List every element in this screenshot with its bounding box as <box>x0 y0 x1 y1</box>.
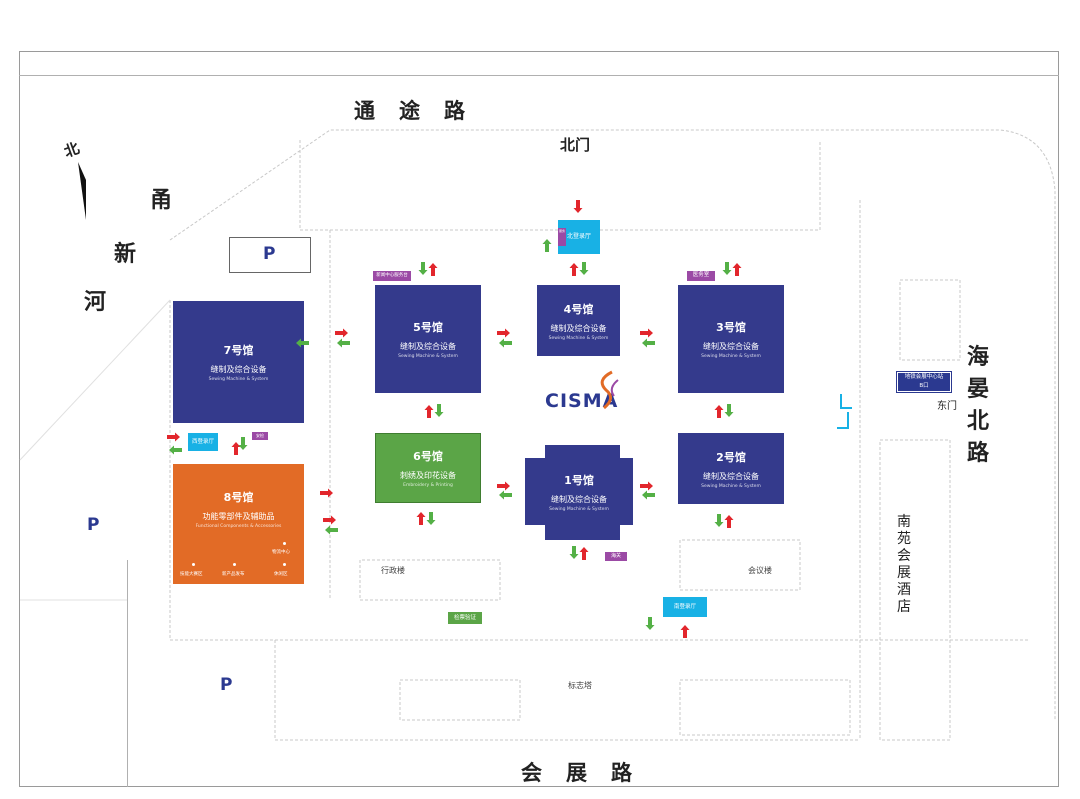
customs-tag: 海关 <box>605 552 627 561</box>
road-east-text: 海晏北路 <box>966 345 989 466</box>
hall-3-sub: 缝制及综合设备 <box>703 342 759 351</box>
cisma-logo: CISMA <box>545 390 619 412</box>
metro-station-name: 地铁会展中心站 <box>904 374 944 380</box>
hall-6-sub: 刺绣及印花设备 <box>400 471 456 480</box>
north-lobby-service: 服务 <box>558 228 566 246</box>
hall-7-en: Sewing Machine & System <box>208 377 269 382</box>
parking-icon-3: P <box>220 675 233 695</box>
metro-station-exit: B口 <box>919 383 929 389</box>
hall-2-name: 2号馆 <box>716 450 746 464</box>
hall-6-name: 6号馆 <box>413 450 443 463</box>
hall-1[interactable]: 1号馆 缝制及综合设备 Sewing Machine & System <box>528 452 630 532</box>
hall-1-sub: 缝制及综合设备 <box>551 495 607 504</box>
east-gate-label: 东门 <box>937 401 957 412</box>
frame-divider <box>19 75 1059 76</box>
hall-8-name: 8号馆 <box>223 491 254 504</box>
north-arrow-icon <box>78 162 86 220</box>
hall-7-sub: 缝制及综合设备 <box>210 365 267 374</box>
press-tag: 新闻中心服务台 <box>373 271 411 281</box>
parking-icon-1: P <box>263 244 276 264</box>
parking-icon-2: P <box>87 515 100 535</box>
hall-1-name: 1号馆 <box>564 474 594 487</box>
hall-8-point-dot-2 <box>233 563 236 566</box>
landmark-tower: 标志塔 <box>568 681 592 690</box>
hall-6[interactable]: 6号馆 刺绣及印花设备 Embroidery & Printing <box>375 433 481 503</box>
hall-8-point-dot-4 <box>283 542 286 545</box>
west-lobby[interactable]: 西登录厅 <box>188 433 218 451</box>
hotel-label: 南苑会展酒店 <box>897 514 911 615</box>
hall-3[interactable]: 3号馆 缝制及综合设备 Sewing Machine & System <box>678 285 784 393</box>
south-lobby[interactable]: 南登录厅 <box>663 597 707 617</box>
hall-1-en: Sewing Machine & System <box>549 507 609 512</box>
hall-4-en: Sewing Machine & System <box>548 335 609 341</box>
parking-box <box>229 237 311 273</box>
hall-8-point-dot-1 <box>192 563 195 566</box>
road-north: 通途路 <box>354 99 489 123</box>
security-tag: 安检 <box>252 432 268 440</box>
hall-7[interactable]: 7号馆 缝制及综合设备 Sewing Machine & System <box>173 301 304 423</box>
frame-divider-left <box>127 560 128 787</box>
hall-2-sub: 缝制及综合设备 <box>703 471 759 481</box>
hall-8-en: Functional Components & Accessories <box>195 524 282 529</box>
hall-3-name: 3号馆 <box>716 321 746 334</box>
hall-8-sub: 功能零部件及辅助品 <box>202 512 275 521</box>
hall-5-sub: 缝制及综合设备 <box>400 342 456 351</box>
map-frame <box>19 51 1059 787</box>
hall-7-name: 7号馆 <box>223 344 254 357</box>
road-east: 海晏北路 <box>966 342 990 470</box>
road-west-2: 新 <box>114 242 137 267</box>
hall-5-en: Sewing Machine & System <box>398 354 458 359</box>
hall-8-point-2: 新产品发布 <box>222 572 245 577</box>
road-west-1: 甬 <box>150 188 173 213</box>
hall-8-point-dot-3 <box>283 563 286 566</box>
hall-4-name: 4号馆 <box>563 302 594 316</box>
admin-building: 行政楼 <box>381 566 405 575</box>
hall-8-point-3: 休闲区 <box>274 572 288 577</box>
medical-tag: 医务室 <box>687 271 715 281</box>
road-south: 会展路 <box>521 761 656 785</box>
hall-8-point-1: 技能大赛区 <box>180 572 203 577</box>
hall-6-en: Embroidery & Printing <box>403 483 453 488</box>
road-west-3: 河 <box>84 290 107 315</box>
hall-5[interactable]: 5号馆 缝制及综合设备 Sewing Machine & System <box>375 285 481 393</box>
hall-5-name: 5号馆 <box>413 321 443 334</box>
hall-8[interactable]: 8号馆 功能零部件及辅助品 Functional Components & Ac… <box>173 464 304 584</box>
hall-4-sub: 缝制及综合设备 <box>550 323 607 333</box>
hall-3-en: Sewing Machine & System <box>701 354 761 359</box>
parking-check-tag: 检票验证 <box>448 612 482 624</box>
hall-4[interactable]: 4号馆 缝制及综合设备 Sewing Machine & System <box>537 285 620 356</box>
hall-8-point-4: 物流中心 <box>272 550 290 555</box>
hall-2[interactable]: 2号馆 缝制及综合设备 Sewing Machine & System <box>678 433 784 504</box>
meeting-building: 会议楼 <box>748 566 772 575</box>
north-gate-label: 北门 <box>560 136 591 154</box>
hall-2-en: Sewing Machine & System <box>701 483 761 489</box>
metro-station-tag[interactable]: 地铁会展中心站 B口 <box>896 371 952 393</box>
